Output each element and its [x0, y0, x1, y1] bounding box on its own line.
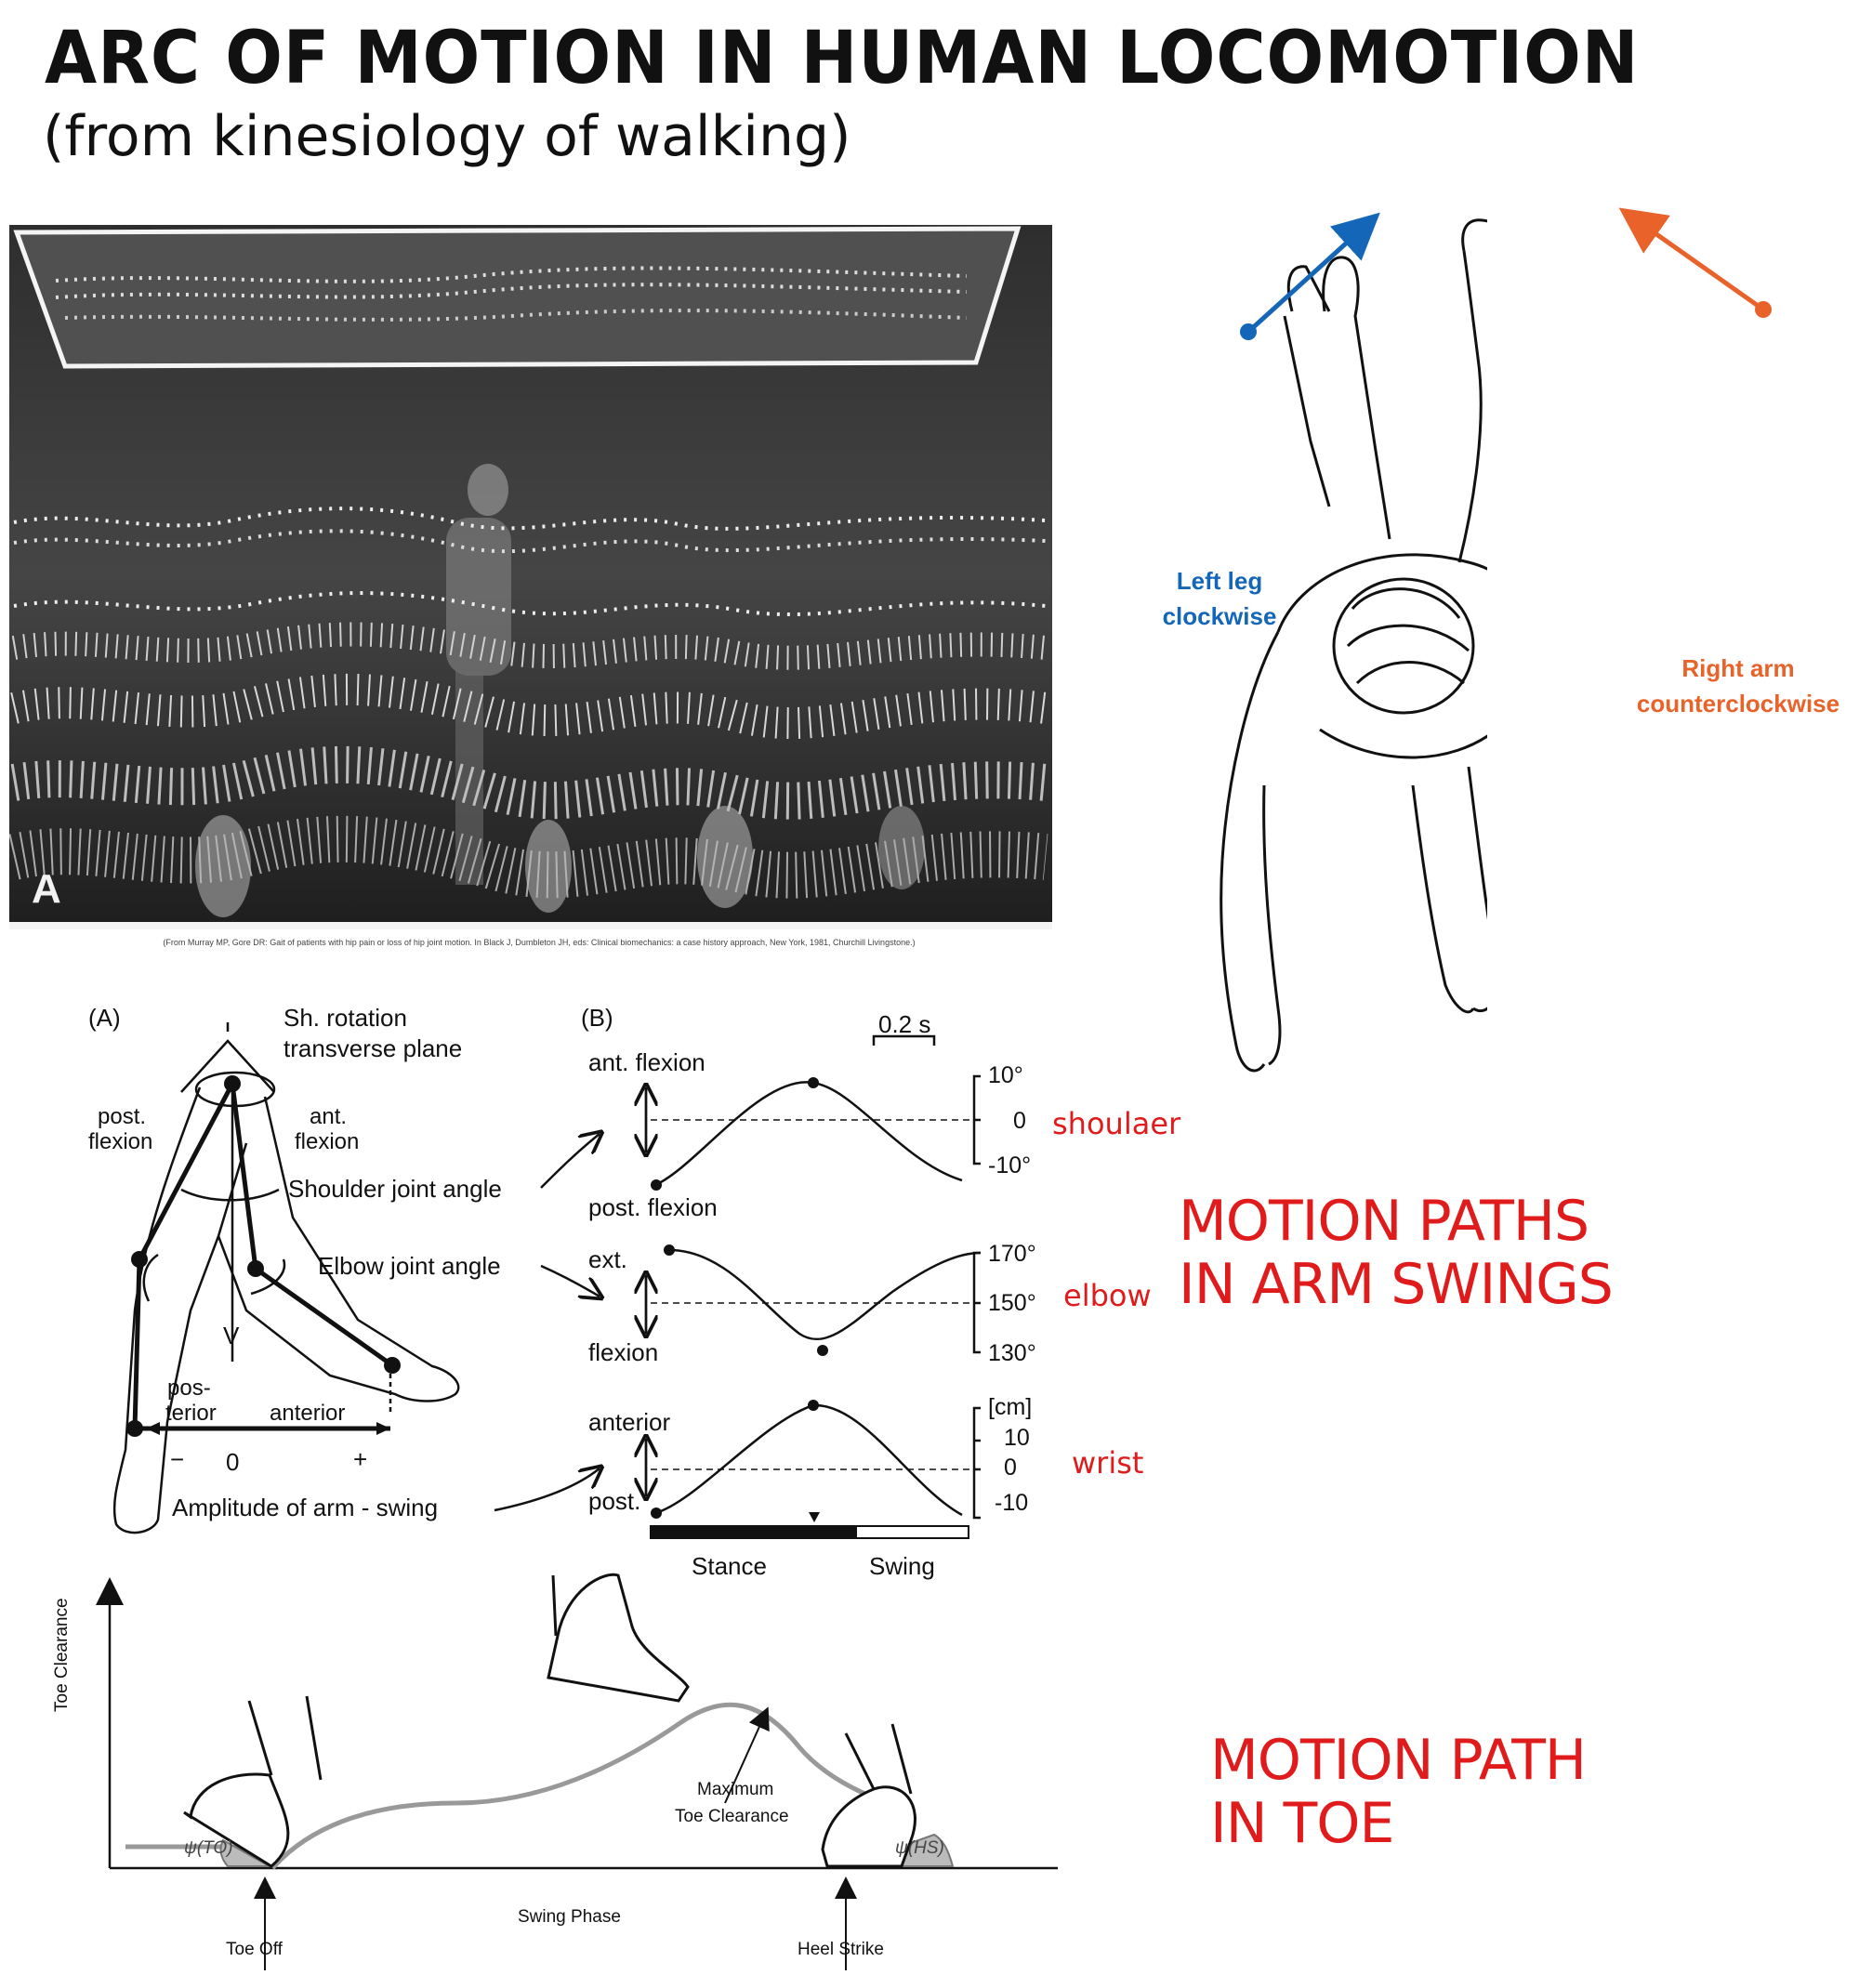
maximum-toe-clearance-label-2: Toe Clearance [675, 1807, 789, 1826]
post-flexion-label-2: flexion [88, 1129, 153, 1154]
post-flexion-label-1: post. [98, 1104, 147, 1129]
gait-photo-drawing [9, 225, 1052, 929]
plus-label: + [353, 1445, 368, 1473]
wrist-annotation: wrist [1072, 1445, 1144, 1481]
elbow-tick-170: 170° [988, 1241, 1036, 1267]
right-arm-label: Right arm counterclockwise [1636, 654, 1840, 718]
photo-panel-label: A [32, 866, 61, 912]
shoulder-annotation: shoulaer [1052, 1106, 1181, 1141]
psi-toe-off-label: ψ(TO) [184, 1838, 233, 1858]
shoulder-joint-angle-label: Shoulder joint angle [288, 1175, 502, 1203]
wrist-bottom-label: post. [588, 1487, 641, 1515]
wrist-tick-0: 0 [1004, 1455, 1017, 1481]
psi-heel-strike-label: ψ(HS) [895, 1838, 944, 1858]
right-arm-counterclockwise-arrow [1618, 207, 1765, 312]
anterior-label: anterior [270, 1401, 346, 1426]
elbow-tick-150: 150° [988, 1290, 1036, 1316]
maximum-toe-clearance-label-1: Maximum [697, 1780, 774, 1799]
amplitude-label: Amplitude of arm - swing [172, 1494, 439, 1521]
arm-swing-diagram [112, 1022, 460, 1534]
panel-b-label: (B) [581, 1004, 613, 1032]
zero-label: 0 [226, 1448, 240, 1476]
toe-path-heading: MOTION PATH IN TOE [1210, 1728, 1587, 1856]
swing-label: Swing [869, 1552, 935, 1580]
shoulder-top-label: ant. flexion [588, 1048, 705, 1076]
elbow-bottom-label: flexion [588, 1338, 659, 1366]
heel-strike-label: Heel Strike [798, 1940, 884, 1959]
page-subtitle: (from kinesiology of walking) [43, 104, 851, 169]
posterior-label-1: pos- [167, 1376, 211, 1401]
shoulder-tick-10: 10° [988, 1062, 1023, 1088]
left-leg-clockwise-arrow [1246, 212, 1380, 334]
elbow-top-label: ext. [588, 1245, 627, 1273]
ant-flexion-label-1: ant. [310, 1104, 348, 1129]
shoulder-tick-0: 0 [1013, 1108, 1026, 1134]
vertical-label: V [223, 1322, 240, 1349]
page-title: ARC OF MOTION IN HUMAN LOCOMOTION [45, 17, 1640, 100]
wrist-tick-minus10: -10 [995, 1490, 1029, 1516]
shoulder-bottom-label: post. flexion [588, 1193, 718, 1221]
sh-rotation-label-1: Sh. rotation [283, 1004, 407, 1032]
elbow-tick-130: 130° [988, 1340, 1036, 1366]
panel-a-label: (A) [88, 1004, 121, 1032]
minus-label: − [170, 1445, 185, 1473]
toe-clearance-axis-label: Toe Clearance [52, 1598, 72, 1712]
wrist-top-label: anterior [588, 1408, 671, 1436]
wrist-tick-unit: [cm] [988, 1394, 1033, 1420]
stance-label: Stance [692, 1552, 767, 1580]
gait-photograph: A [9, 225, 1052, 929]
left-leg-label: Left leg clockwise [1162, 567, 1277, 630]
elbow-joint-angle-label: Elbow joint angle [318, 1252, 501, 1280]
toe-off-label: Toe Off [226, 1940, 283, 1959]
wrist-tick-10: 10 [1004, 1425, 1030, 1451]
swing-phase-label: Swing Phase [518, 1907, 621, 1927]
top-view-walker-drawing [1220, 218, 1487, 1073]
elbow-annotation: elbow [1063, 1278, 1152, 1313]
time-scale-label: 0.2 s [878, 1010, 931, 1038]
shoulder-tick-minus10: -10° [988, 1152, 1032, 1178]
arm-paths-heading: MOTION PATHS IN ARM SWINGS [1179, 1189, 1614, 1317]
rotation-arrows [1240, 207, 1772, 340]
joint-angle-graphs [494, 1034, 982, 1539]
toe-clearance-diagram [96, 1573, 1058, 1970]
posterior-label-2: terior [165, 1401, 217, 1426]
ant-flexion-label-2: flexion [295, 1129, 360, 1154]
sh-rotation-label-2: transverse plane [283, 1034, 463, 1062]
photo-caption: (From Murray MP, Gore DR: Gait of patien… [163, 938, 916, 947]
